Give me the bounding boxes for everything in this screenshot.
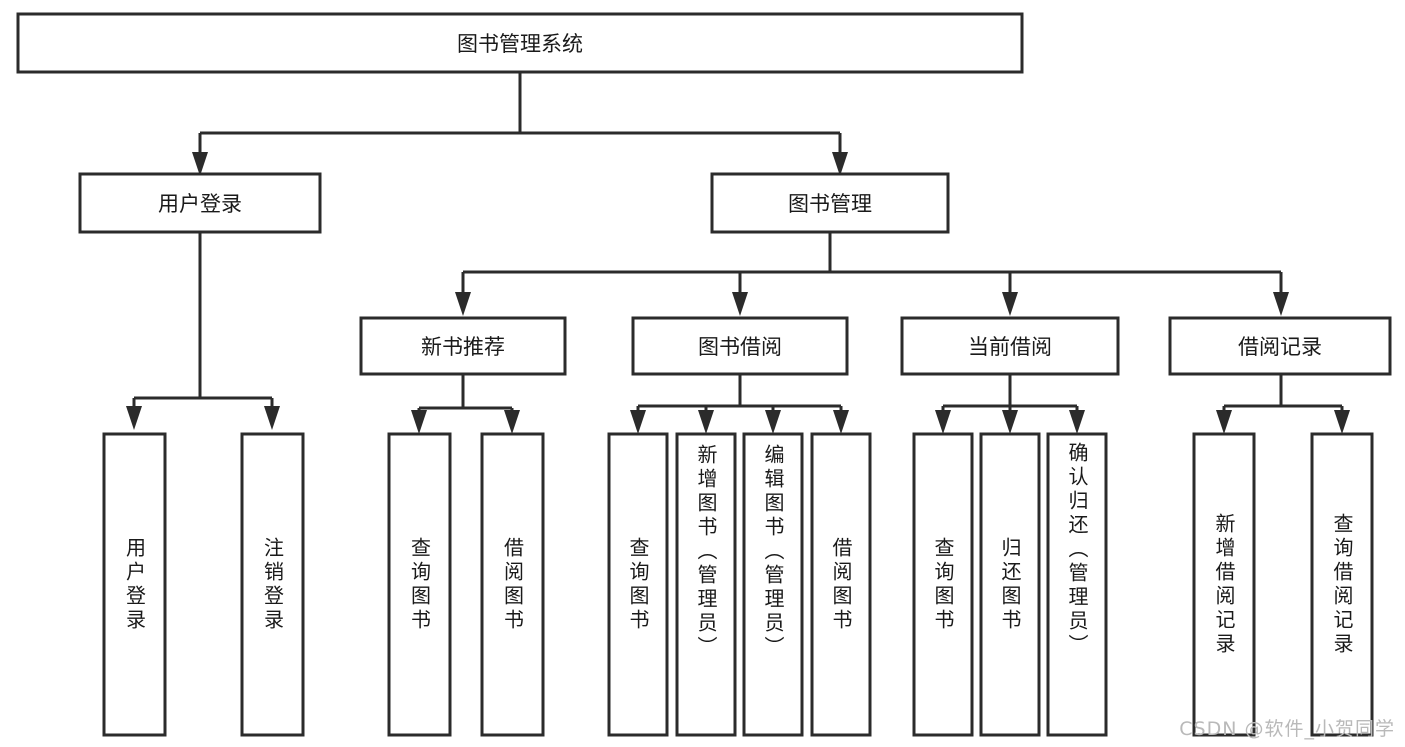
arrow-head-icon — [264, 406, 280, 430]
edges-new-book-recommend-to-leaves — [411, 374, 520, 434]
arrow-head-icon — [504, 410, 520, 434]
edges-borrow-record-to-leaves — [1216, 374, 1350, 434]
arrow-head-icon — [1216, 410, 1232, 434]
arrow-head-icon — [192, 152, 208, 176]
node-borrow-record-label: 借阅记录 — [1238, 335, 1322, 359]
arrow-head-icon — [1334, 410, 1350, 434]
arrow-head-icon — [732, 292, 748, 316]
node-book-borrow-label: 图书借阅 — [698, 335, 782, 359]
node-borrow-record[interactable] — [1168, 316, 1392, 376]
leaf-box-query-record[interactable] — [1310, 432, 1374, 737]
node-user-login[interactable] — [78, 172, 322, 234]
arrow-head-icon — [832, 152, 848, 176]
arrow-head-icon — [833, 410, 849, 434]
edges-user-login-to-leaves — [126, 232, 280, 430]
leaf-box-query-book-1[interactable] — [387, 432, 452, 737]
edges-book-management-to-level2 — [455, 232, 1289, 316]
leaf-box-logout-login[interactable] — [240, 432, 305, 737]
arrow-head-icon — [1002, 292, 1018, 316]
csdn-watermark: CSDN @软件_小贺同学 — [1179, 718, 1395, 740]
edges-current-borrow-to-leaves — [935, 374, 1085, 434]
arrow-head-icon — [1069, 410, 1085, 434]
leaf-box-query-book-3[interactable] — [912, 432, 974, 737]
arrow-head-icon — [765, 410, 781, 434]
node-user-login-label: 用户登录 — [158, 192, 242, 216]
leaf-box-return-book[interactable] — [979, 432, 1041, 737]
leaf-box-borrow-book-2[interactable] — [810, 432, 872, 737]
node-new-book-recommend[interactable] — [359, 316, 567, 376]
leaf-box-edit-book[interactable] — [742, 432, 804, 737]
arrow-head-icon — [411, 410, 427, 434]
node-root[interactable] — [16, 12, 1024, 74]
arrow-head-icon — [1002, 410, 1018, 434]
leaf-box-query-book-2[interactable] — [607, 432, 669, 737]
leaf-box-user-login[interactable] — [102, 432, 167, 737]
node-book-management-label: 图书管理 — [788, 192, 872, 216]
arrow-head-icon — [126, 406, 142, 430]
arrow-head-icon — [935, 410, 951, 434]
edges-root-to-level1 — [192, 73, 848, 176]
leaf-box-borrow-book-1[interactable] — [480, 432, 545, 737]
node-book-management[interactable] — [710, 172, 950, 234]
edges-book-borrow-to-leaves — [630, 374, 849, 434]
arrow-head-icon — [455, 292, 471, 316]
node-book-borrow[interactable] — [631, 316, 849, 376]
node-current-borrow-label: 当前借阅 — [968, 335, 1052, 359]
node-new-book-recommend-label: 新书推荐 — [421, 335, 505, 359]
leaf-box-confirm-return[interactable] — [1046, 432, 1108, 737]
arrow-head-icon — [1273, 292, 1289, 316]
node-root-label: 图书管理系统 — [457, 32, 583, 56]
node-current-borrow[interactable] — [900, 316, 1120, 376]
leaf-box-add-book[interactable] — [675, 432, 737, 737]
arrow-head-icon — [630, 410, 646, 434]
leaf-box-add-record[interactable] — [1192, 432, 1256, 737]
arrow-head-icon — [698, 410, 714, 434]
